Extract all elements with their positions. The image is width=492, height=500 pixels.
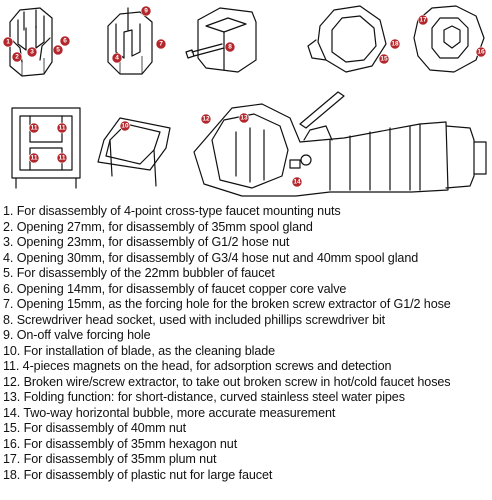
feature-item-7: 7. Opening 15mm, as the forcing hole for… (3, 297, 451, 311)
main-tool-view (193, 91, 487, 197)
svg-text:16: 16 (477, 49, 485, 56)
callout-11-top-right: 11 (56, 122, 68, 134)
feature-item-4: 4. Opening 30mm, for disassembly of G3/4… (3, 250, 419, 265)
svg-text:9: 9 (144, 8, 148, 15)
blade-holder-view (97, 117, 171, 187)
feature-item-16: 16. For disassembly of 35mm hexagon nut (3, 436, 238, 451)
svg-text:18: 18 (391, 41, 399, 48)
callout-4: 4 (111, 52, 123, 64)
callout-13: 13 (238, 112, 250, 124)
feature-item-9: 9. On-off valve forcing hole (3, 328, 151, 342)
feature-item-8: 8. Screwdriver head socket, used with in… (3, 312, 386, 327)
svg-text:11: 11 (59, 125, 66, 132)
feature-item-13: 13. Folding function: for short-distance… (3, 390, 405, 404)
callout-5: 5 (52, 44, 64, 56)
feature-item-5: 5. For disassembly of the 22mm bubbler o… (3, 266, 275, 280)
feature-item-2: 2. Opening 27mm, for disassembly of 35mm… (3, 219, 313, 234)
feature-item-10: 10. For installation of blade, as the cl… (3, 343, 276, 358)
tool-diagram: 1 2 3 5 6 9 7 4 8 15 18 17 16 11 11 11 1… (2, 5, 487, 197)
svg-text:14: 14 (293, 179, 301, 186)
svg-text:13: 13 (240, 115, 248, 122)
callout-15: 15 (378, 53, 390, 65)
feature-item-11: 11. 4-pieces magnets on the head, for ad… (3, 359, 392, 373)
end-view-fork (107, 7, 153, 75)
feature-item-12: 12. Broken wire/screw extractor, to take… (3, 374, 451, 389)
feature-item-1: 1. For disassembly of 4-point cross-type… (3, 204, 341, 218)
callout-11-bottom-right: 11 (56, 152, 68, 164)
callout-6: 6 (59, 35, 71, 47)
callout-1: 1 (2, 36, 14, 48)
svg-text:15: 15 (380, 56, 388, 63)
feature-item-3: 3. Opening 23mm, for disassembly of G1/2… (3, 235, 290, 249)
feature-item-14: 14. Two-way horizontal bubble, more accu… (3, 405, 336, 420)
callout-12: 12 (200, 113, 212, 125)
callout-10: 10 (119, 120, 131, 132)
magnet-head-view (11, 107, 81, 189)
callout-8: 8 (224, 41, 236, 53)
feature-list: 1. For disassembly of 4-point cross-type… (3, 204, 491, 483)
svg-text:4: 4 (115, 55, 119, 62)
callout-18: 18 (389, 38, 401, 50)
socket-with-bit-view (185, 7, 257, 73)
callout-2: 2 (11, 51, 23, 63)
callout-14: 14 (291, 176, 303, 188)
octagon-head-view (307, 5, 387, 73)
svg-text:6: 6 (63, 38, 67, 45)
svg-text:3: 3 (30, 49, 34, 56)
svg-text:10: 10 (121, 123, 129, 130)
feature-item-18: 18. For disassembly of plastic nut for l… (3, 467, 273, 482)
callout-7: 7 (155, 38, 167, 50)
svg-text:8: 8 (228, 44, 232, 51)
feature-item-17: 17. For disassembly of 35mm plum nut (3, 452, 217, 466)
svg-text:17: 17 (419, 17, 427, 24)
end-view-cross-slots (9, 7, 53, 77)
svg-text:2: 2 (15, 54, 19, 61)
svg-text:11: 11 (31, 155, 38, 162)
callout-3: 3 (26, 46, 38, 58)
svg-text:1: 1 (6, 39, 10, 46)
svg-text:7: 7 (159, 41, 163, 48)
callout-11-bottom-left: 11 (28, 152, 40, 164)
feature-item-6: 6. Opening 14mm, for disassembly of fauc… (3, 281, 347, 296)
feature-item-15: 15. For disassembly of 40mm nut (3, 421, 187, 435)
callout-9: 9 (140, 5, 152, 17)
svg-text:12: 12 (202, 116, 210, 123)
nut-end-view (413, 5, 485, 73)
callout-16: 16 (475, 46, 487, 58)
callout-11-top-left: 11 (28, 122, 40, 134)
svg-text:11: 11 (31, 125, 38, 132)
svg-text:11: 11 (59, 155, 66, 162)
callout-17: 17 (417, 14, 429, 26)
svg-text:5: 5 (56, 47, 60, 54)
